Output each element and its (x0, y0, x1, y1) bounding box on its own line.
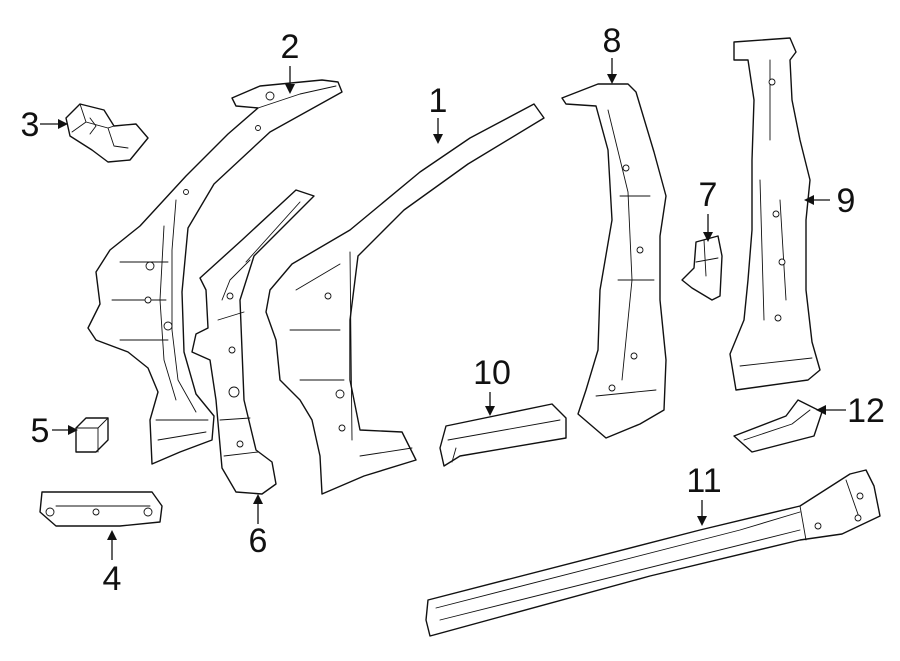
callout-1: 1 (429, 82, 448, 120)
part-9-center-pillar-outer (729, 37, 821, 391)
part-3-bracket (65, 103, 149, 163)
part-8-center-pillar-inner (561, 83, 667, 439)
part-2-front-pillar-outer (87, 79, 343, 465)
part-5-block (75, 417, 109, 453)
callout-8: 8 (603, 22, 622, 60)
part-10-rocker-reinforcement (439, 403, 567, 467)
part-11-rocker-panel (425, 469, 881, 637)
part-6-inner-pillar (191, 189, 315, 495)
callout-5: 5 (31, 412, 50, 450)
leader-lines (40, 58, 846, 560)
callout-9: 9 (837, 182, 856, 220)
callout-6: 6 (249, 522, 268, 560)
callout-12: 12 (847, 392, 885, 430)
part-4-lower-reinforcement (39, 491, 163, 527)
part-12-plate (733, 399, 823, 453)
part-1-body-side-pillar (265, 103, 545, 495)
callout-2: 2 (281, 28, 300, 66)
callout-labels: 1 2 3 4 5 6 7 8 9 10 11 12 (21, 22, 885, 598)
callout-4: 4 (103, 560, 122, 598)
callout-3: 3 (21, 106, 40, 144)
callout-10: 10 (473, 354, 511, 392)
callout-11: 11 (686, 462, 721, 500)
callout-7: 7 (699, 176, 718, 214)
part-7-bracket (681, 235, 723, 301)
